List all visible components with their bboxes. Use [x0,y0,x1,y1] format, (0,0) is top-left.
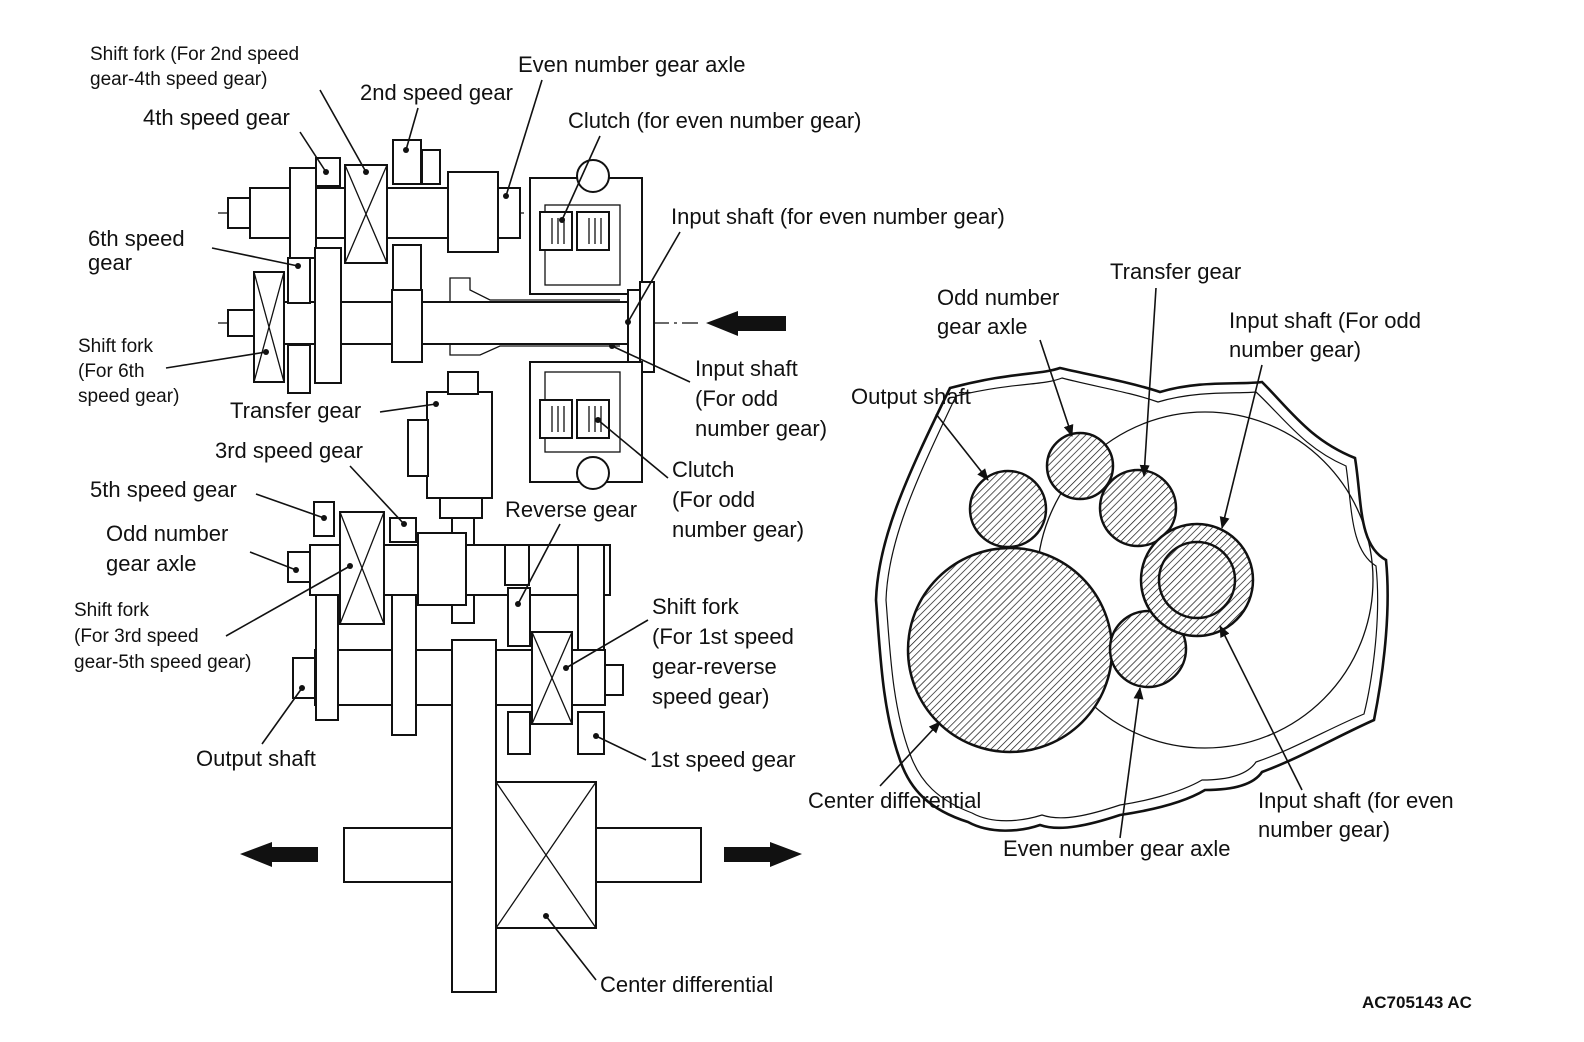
right-labels: Transfer gear Odd number gear axle Input… [808,259,1472,1012]
sixth-speed-driven-gear [314,247,342,384]
label-shift-fork-3-5-line3: gear-5th speed gear) [74,652,251,673]
label-right-input-shaft-even-line1: Input shaft (for even [1258,788,1454,813]
label-input-shaft-odd-line1: Input shaft [695,356,798,381]
label-shift-fork-1-r-line3: gear-reverse [652,654,777,679]
input-shaft-even-circle [1157,540,1237,620]
second-speed-gear-lower [392,244,422,291]
label-clutch-odd-line1: Clutch [672,457,734,482]
label-right-input-shaft-odd-line2: number gear) [1229,337,1361,362]
right-output-arrow [724,842,802,867]
label-shift-fork-3-5-line1: Shift fork [74,600,149,621]
label-shift-fork-1-r-line2: (For 1st speed [652,624,794,649]
clutch-bearing-bottom [576,456,610,490]
label-shift-fork-2-4-line2: gear-4th speed gear) [90,69,267,90]
center-differential-circle [906,546,1114,754]
label-right-odd-axle-line2: gear axle [937,314,1028,339]
figure-code: AC705143 AC [1362,993,1472,1012]
gear-layout-cross-section [874,366,1389,832]
label-shift-fork-3-5-line2: (For 3rd speed [74,626,199,647]
label-shift-fork-1-r-line4: speed gear) [652,684,769,709]
label-1st-speed-gear: 1st speed gear [650,747,796,772]
transfer-gear-part [426,391,493,499]
label-even-number-gear-axle: Even number gear axle [518,52,745,77]
clutch-even-plates [539,211,573,251]
odd-number-gear-axle-circle [1045,431,1115,501]
label-odd-number-gear-axle-line1: Odd number [106,521,228,546]
even-gear-hub [447,171,499,253]
label-clutch-odd-line3: number gear) [672,517,804,542]
label-right-center-differential: Center differential [808,788,981,813]
right-drive-shaft [595,827,702,883]
label-3rd-speed-gear: 3rd speed gear [215,438,363,463]
label-shift-fork-1-r-line1: Shift fork [652,594,740,619]
input-shaft-flange [639,281,655,373]
right-leader-arrows [879,287,1303,839]
even-number-gear-axle-circle [1108,609,1188,689]
transfer-shaft [447,371,479,395]
label-clutch-odd-line2: (For odd [672,487,755,512]
even-axle-stub [227,197,251,229]
label-input-shaft-even: Input shaft (for even number gear) [671,204,1005,229]
label-shift-fork-2-4-line1: Shift fork (For 2nd speed [90,44,299,65]
input-power-arrow [706,311,786,336]
gear-train-schematic [218,139,802,993]
label-4th-speed-gear: 4th speed gear [143,105,290,130]
output-shaft-stub [292,657,316,699]
label-5th-speed-gear: 5th speed gear [90,477,237,502]
label-odd-number-gear-axle-line2: gear axle [106,551,197,576]
left-drive-shaft [343,827,453,883]
label-clutch-even: Clutch (for even number gear) [568,108,861,133]
first-speed-gear-part [577,711,605,755]
label-2nd-speed-gear: 2nd speed gear [360,80,513,105]
label-shift-fork-6-line1: Shift fork [78,336,153,357]
label-right-even-axle: Even number gear axle [1003,836,1230,861]
label-transfer-gear: Transfer gear [230,398,361,423]
label-reverse-gear: Reverse gear [505,497,637,522]
label-input-shaft-odd-line3: number gear) [695,416,827,441]
label-shift-fork-6-line3: speed gear) [78,386,179,407]
label-right-input-shaft-odd-line1: Input shaft (For odd [1229,308,1421,333]
odd-axle-stub [287,551,311,583]
left-labels: Shift fork (For 2nd speed gear-4th speed… [74,44,1005,997]
label-right-input-shaft-even-line2: number gear) [1258,817,1390,842]
case-outline [874,366,1389,832]
sixth-speed-gear-part [287,257,311,304]
input-shaft-gear [391,289,423,363]
label-6th-speed-gear-line1: 6th speed [88,226,185,251]
label-right-transfer-gear: Transfer gear [1110,259,1241,284]
label-input-shaft-odd-line2: (For odd [695,386,778,411]
left-output-arrow [240,842,318,867]
first-speed-driven-gear [577,544,605,651]
output-shaft-circle [968,469,1048,549]
reverse-gear-part [507,587,531,647]
label-right-odd-axle-line1: Odd number [937,285,1059,310]
label-center-differential-left: Center differential [600,972,773,997]
left-leader-lines [165,79,691,981]
label-6th-speed-gear-line2: gear [88,250,132,275]
label-shift-fork-6-line2: (For 6th [78,361,145,382]
sixth-speed-gear-upper [289,167,317,259]
clutch-odd-plates [539,399,573,439]
label-output-shaft: Output shaft [196,746,316,771]
transfer-gear-circle [1098,468,1178,548]
final-drive-gear [451,639,497,993]
label-right-output-shaft: Output shaft [851,384,971,409]
